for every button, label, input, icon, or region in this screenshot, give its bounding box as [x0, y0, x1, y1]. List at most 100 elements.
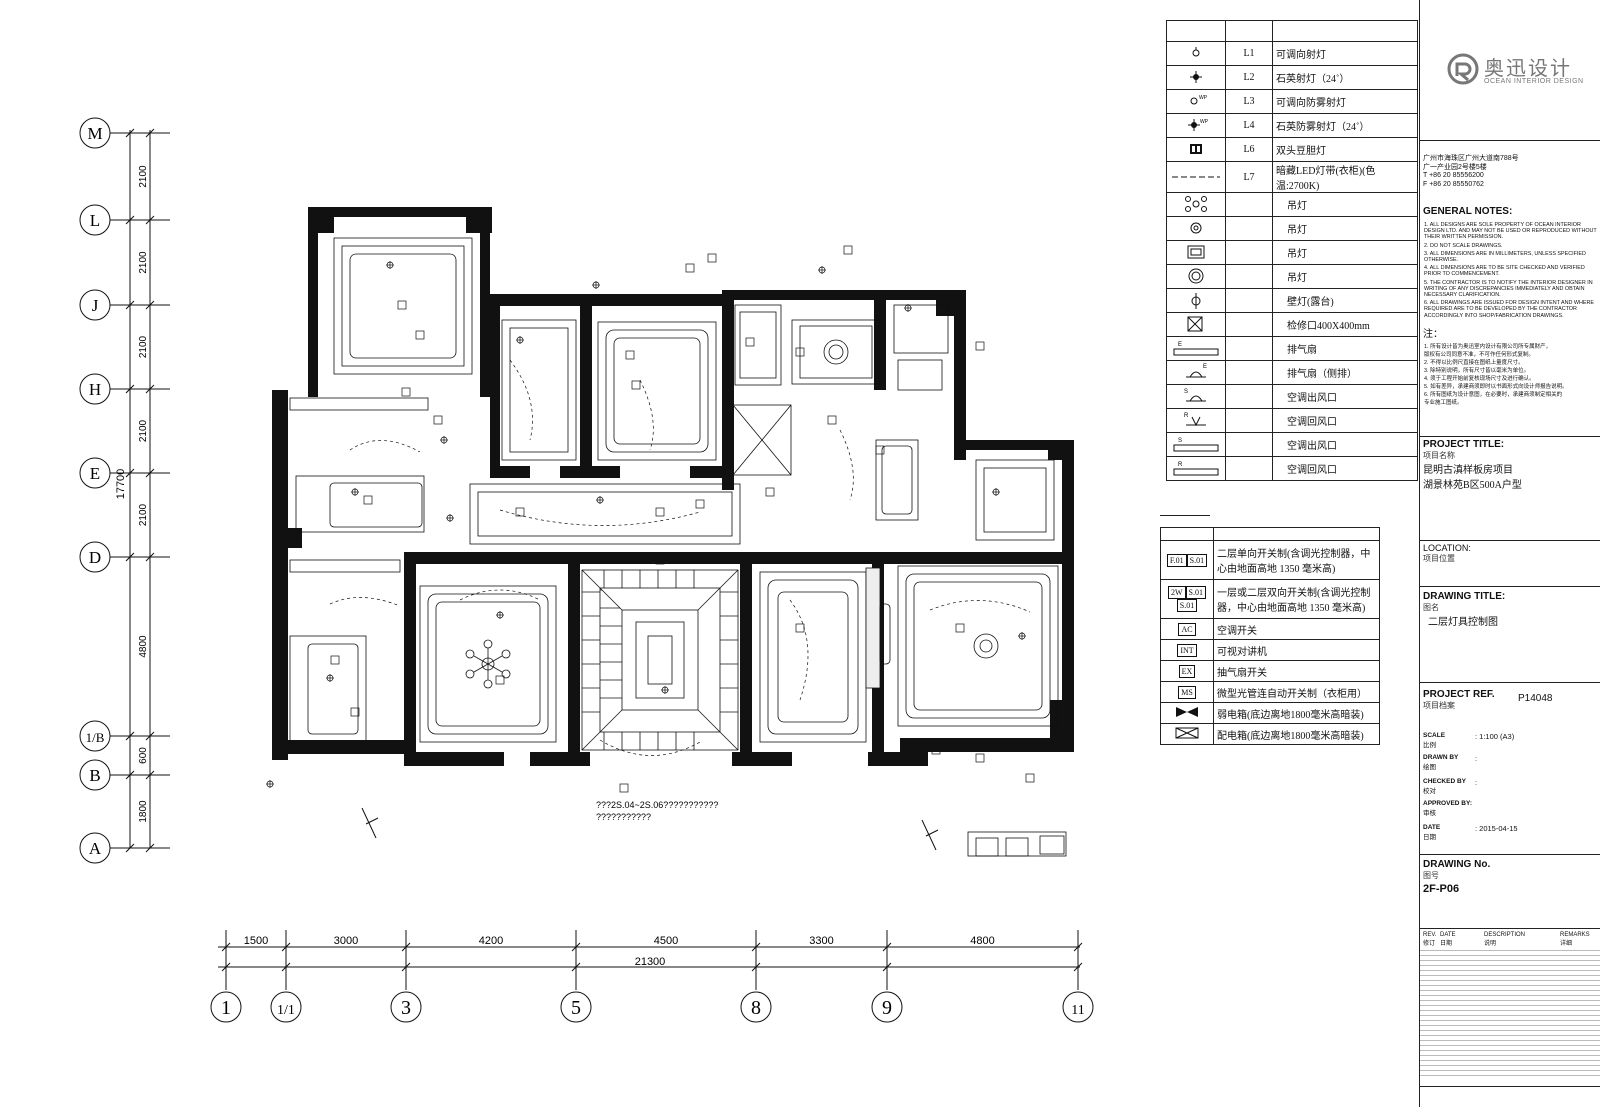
revision-line	[1420, 1015, 1600, 1016]
cn-note: 5. 如有差异，承建商须即时以书面形式向设计师报告说明。	[1424, 383, 1568, 390]
legend-desc: 石英射灯（24˚）	[1272, 65, 1418, 90]
revision-line	[1420, 955, 1600, 956]
checked-by-label: CHECKED BY	[1423, 778, 1466, 785]
rev-date-label: DATE	[1440, 932, 1456, 938]
legend-code	[1225, 288, 1273, 313]
switch-legend-rule	[1160, 515, 1210, 516]
grid-col-label: 11	[1071, 1003, 1084, 1018]
revision-line	[1420, 1070, 1600, 1071]
legend-desc: 排气扇（侧排）	[1272, 360, 1418, 385]
general-note: 3. ALL DIMENSIONS ARE IN MILLIMETERS, UN…	[1424, 250, 1586, 264]
drawing-title-cn: 图名	[1423, 603, 1439, 612]
project-ref-section: PROJECT REF. 项目档案 P14048	[1420, 682, 1600, 723]
legend-desc: 空调出风口	[1272, 432, 1418, 457]
revision-line	[1420, 965, 1600, 966]
grid-row-bubble-L: L	[79, 204, 111, 236]
rev-date-cn: 日期	[1440, 941, 1453, 947]
quartz-spot-icon	[1190, 71, 1202, 83]
pendant-round-icon	[1190, 222, 1202, 234]
revision-line	[1420, 1065, 1600, 1066]
legend-code	[1225, 216, 1273, 241]
grid-row-label: B	[89, 766, 100, 785]
revision-line	[1420, 950, 1600, 951]
revision-line	[1420, 1035, 1600, 1036]
grid-row-bubble-E: E	[79, 457, 111, 489]
col-dim-label: 3000	[334, 935, 358, 947]
project-title-cn: 项目名称	[1423, 451, 1455, 460]
grid-col-bubble-3: 3	[390, 991, 422, 1023]
general-note: 5. THE CONTRACTOR IS TO NOTIFY THE INTER…	[1424, 279, 1593, 299]
drawing-no-label: DRAWING No.	[1423, 859, 1491, 870]
adjustable-wp-spot-icon: WP	[1190, 95, 1208, 105]
cn-note: 4. 须于工程开始前复核现场尺寸及进行确认。	[1424, 375, 1535, 382]
chandelier-icon	[1185, 196, 1207, 212]
date-value: : 2015-04-15	[1475, 824, 1518, 833]
legend-desc: 检修口400X400mm	[1272, 312, 1418, 337]
row-dim-label: 2100	[138, 419, 149, 442]
drawing-title-section: DRAWING TITLE: 图名 二层灯具控制图	[1420, 586, 1600, 681]
address-line: 广州市海珠区广州大道南788号	[1423, 155, 1519, 162]
ac-return-icon: R	[1184, 413, 1206, 427]
cn-note: 版权有公司同意不准，不可作任何形式复制。	[1424, 351, 1535, 358]
grid-col-label: 1/1	[277, 1003, 295, 1018]
row-dim-label: 1800	[138, 800, 149, 823]
grid-row-bubble-A: A	[79, 832, 111, 864]
grid-col-bubble-5: 5	[560, 991, 592, 1023]
legend-desc: 空调回风口	[1272, 408, 1418, 433]
legend-desc: 暗藏LED灯带(衣柜)(色温:2700K)	[1272, 161, 1418, 193]
svg-text:S: S	[1184, 389, 1188, 395]
drawing-title-label: DRAWING TITLE:	[1423, 591, 1506, 602]
revision-line	[1420, 1055, 1600, 1056]
project-title-section: PROJECT TITLE: 项目名称 昆明古滇样板房项目 湖景林苑B区500A…	[1420, 436, 1600, 529]
grid-row-label: D	[89, 548, 101, 567]
legend-code: L6	[1225, 137, 1273, 162]
pendant-large-icon	[1188, 268, 1204, 284]
legend-code	[1225, 240, 1273, 265]
legend-row: 检修口400X400mm	[1166, 312, 1418, 337]
revision-line	[1420, 970, 1600, 971]
general-notes: GENERAL NOTES: 1. ALL DESIGNS ARE SOLE P…	[1420, 204, 1600, 407]
legend-desc: 可调向防雾射灯	[1272, 89, 1418, 114]
legend-code	[1225, 264, 1273, 289]
legend-code: L3	[1225, 89, 1273, 114]
grid-row-label: H	[89, 380, 101, 399]
switch-desc: 二层单向开关制(含调光控制器，中心由地面高地 1350 毫米高)	[1213, 540, 1380, 580]
quartz-wp-spot-icon: WP	[1188, 119, 1209, 131]
grid-row-bubble-M: M	[79, 117, 111, 149]
scale-cn: 比例	[1423, 742, 1436, 749]
revision-line	[1420, 975, 1600, 976]
cn-note: 2. 不得以比例尺直接在图纸上量度尺寸。	[1424, 359, 1524, 366]
drawn-by-label: DRAWN BY	[1423, 754, 1459, 761]
switch-desc: 弱电箱(底边离地1800毫米高暗装)	[1213, 702, 1380, 724]
revision-line	[1420, 990, 1600, 991]
checked-by-value: :	[1475, 778, 1478, 787]
address-line: T +86 20 85556200	[1423, 172, 1484, 179]
checked-by-cn: 校对	[1423, 788, 1436, 795]
remarks-label: REMARKS	[1560, 932, 1590, 938]
grid-col-bubble-11: 11	[1062, 991, 1094, 1023]
general-note: 1. ALL DESIGNS ARE SOLE PROPERTY OF OCEA…	[1424, 222, 1597, 241]
revision-rows	[1420, 950, 1600, 1080]
legend-code	[1225, 192, 1273, 217]
approved-by-label: APPROVED BY:	[1423, 800, 1472, 807]
brand-name: 奥迅设计	[1484, 58, 1572, 80]
col-dim-label: 3300	[809, 935, 833, 947]
drawn-by-value: :	[1475, 754, 1478, 763]
switch-legend-row: 配电箱(底边离地1800毫米高暗装)	[1160, 723, 1380, 745]
switch-symbol: INT	[1160, 639, 1214, 661]
grid-col-bubble-8: 8	[740, 991, 772, 1023]
rev-cn: 修订	[1423, 941, 1436, 947]
grid-col-label: 1	[221, 997, 231, 1019]
legend-code: L2	[1225, 65, 1273, 90]
title-block: 奥迅设计 OCEAN INTERIOR DESIGN 广州市海珠区广州大道南78…	[1419, 0, 1600, 1107]
rev-label: REV.	[1423, 932, 1437, 938]
general-note: 6. ALL DRAWINGS ARE ISSUED FOR DESIGN IN…	[1424, 300, 1594, 319]
